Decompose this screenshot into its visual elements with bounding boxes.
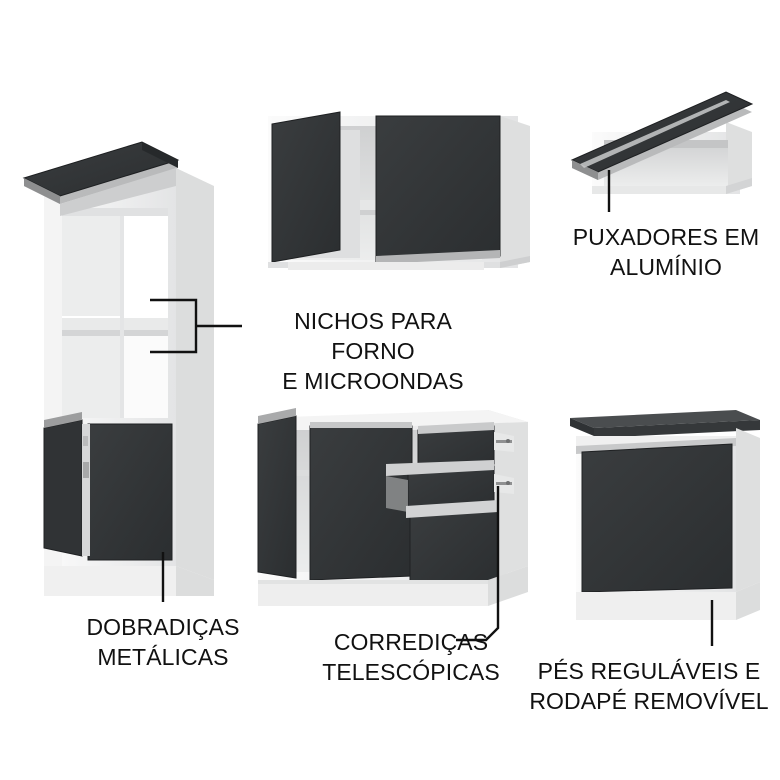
tall-unit (22, 141, 214, 596)
label-corredicas-telescopicas: CORREDIÇAS TELESCÓPICAS (322, 629, 500, 685)
upper-two-door-cabinet (268, 111, 530, 270)
label-puxadores-em-aluminio: PUXADORES EM ALUMÍNIO (572, 224, 760, 280)
label-pes-reguláveis-e-rodape-removivel: PÉS REGULÁVEIS E RODAPÉ REMOVÍVEL (529, 658, 769, 714)
label-dobradicas-metalicas: DOBRADIÇAS METÁLICAS (86, 614, 240, 670)
label-nichos-para-forno-e-microondas: NICHOS PARA FORNO E MICROONDAS (282, 308, 464, 394)
flip-up-cabinet (570, 91, 754, 194)
leader-lines (150, 170, 714, 646)
base-unit-drawers (257, 408, 528, 606)
base-cabinet (570, 410, 760, 620)
leader-line-corredicas (456, 486, 500, 642)
